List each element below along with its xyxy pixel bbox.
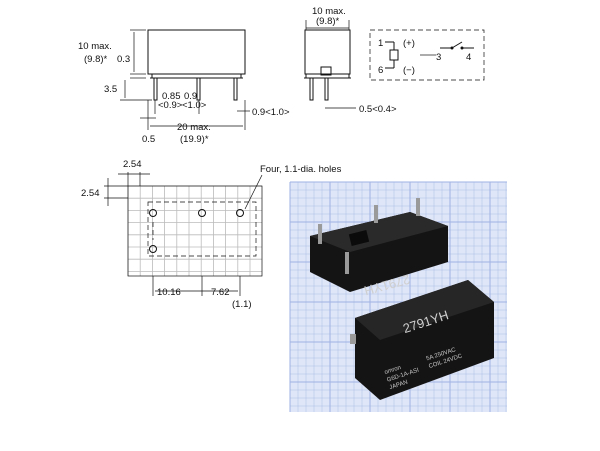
photo-origin: JAPAN (389, 380, 409, 392)
back-pin-1 (318, 224, 322, 244)
relay-body-side (304, 29, 351, 75)
pin3-label: 3 (436, 52, 441, 63)
length-alt-label: (19.9)* (180, 134, 209, 145)
coil-symbol (389, 49, 399, 61)
side-pin-left (309, 77, 314, 101)
pin-length-label: 3.5 (104, 84, 117, 95)
front-view: 10 max. (9.8)* 0.3 3.5 0.85 <0.9> 0.9 <1… (78, 29, 290, 145)
hole-3 (236, 209, 244, 217)
pin-2 (196, 77, 201, 101)
edge-label: (1.1) (232, 299, 252, 310)
photo-brand: omron (384, 365, 402, 376)
height-label: 10 max. (78, 41, 112, 52)
relay-footprint (147, 201, 257, 257)
pcb-layout: 2.54 2.54 Four, 1.1-dia. holes 10.16 7.6… (81, 159, 342, 310)
length-label: 20 max. (177, 122, 211, 133)
pin-1 (153, 77, 158, 101)
side-pin-label: 0.5<0.4> (359, 104, 397, 115)
pin-offset-label: 0.5 (142, 134, 155, 145)
relay-body-front (147, 29, 246, 75)
pin1-label: 1 (378, 38, 383, 49)
side-width-label: 10 max. (312, 6, 346, 17)
height-alt-label: (9.8)* (84, 54, 108, 65)
gap-label: 0.3 (117, 54, 130, 65)
pcb-grid (127, 185, 262, 276)
pin-width-label: 0.9 (184, 91, 197, 102)
hole-4 (149, 245, 157, 253)
front-pin (350, 334, 356, 344)
pin-pitch-label: 0.85 (162, 91, 181, 102)
pin4-label: 4 (466, 52, 471, 63)
side-pin-mid (324, 77, 329, 101)
side-view: 10 max. (9.8)* 0.5<0.4> (304, 6, 397, 115)
pcb-outline (127, 185, 263, 277)
pin-width-alt-label: <1.0> (182, 100, 207, 111)
pin6-label: 6 (378, 65, 383, 76)
back-pin-3 (416, 198, 420, 216)
schematic-outline (369, 29, 485, 81)
pin6-polarity: (−) (403, 65, 415, 76)
spacing-2-label: 7.62 (211, 287, 230, 298)
pitch-x-label: 2.54 (123, 159, 142, 170)
relay-photo: 2791YH 2791YH omron G6D-1A-ASI JAPAN 5A … (289, 181, 507, 412)
spacing-1-label: 10.16 (157, 287, 181, 298)
pin-thickness-label: 0.9<1.0> (252, 107, 290, 118)
holes-label: Four, 1.1-dia. holes (260, 164, 342, 175)
pin-pitch-alt-label: <0.9> (158, 100, 183, 111)
back-pin-2 (374, 205, 378, 223)
contact-blade (451, 41, 463, 49)
relay-front: 2791YH omron G6D-1A-ASI JAPAN 5A 250VAC … (350, 280, 494, 400)
back-pin-4 (345, 252, 349, 274)
pin-3 (233, 77, 238, 101)
holes-leader (244, 174, 263, 210)
hole-1 (149, 209, 157, 217)
side-width-alt-label: (9.8)* (316, 16, 340, 27)
schematic: 1 (+) 6 (−) 3 4 (369, 29, 485, 81)
pitch-y-label: 2.54 (81, 188, 100, 199)
hole-2 (198, 209, 206, 217)
pin1-polarity: (+) (403, 38, 415, 49)
